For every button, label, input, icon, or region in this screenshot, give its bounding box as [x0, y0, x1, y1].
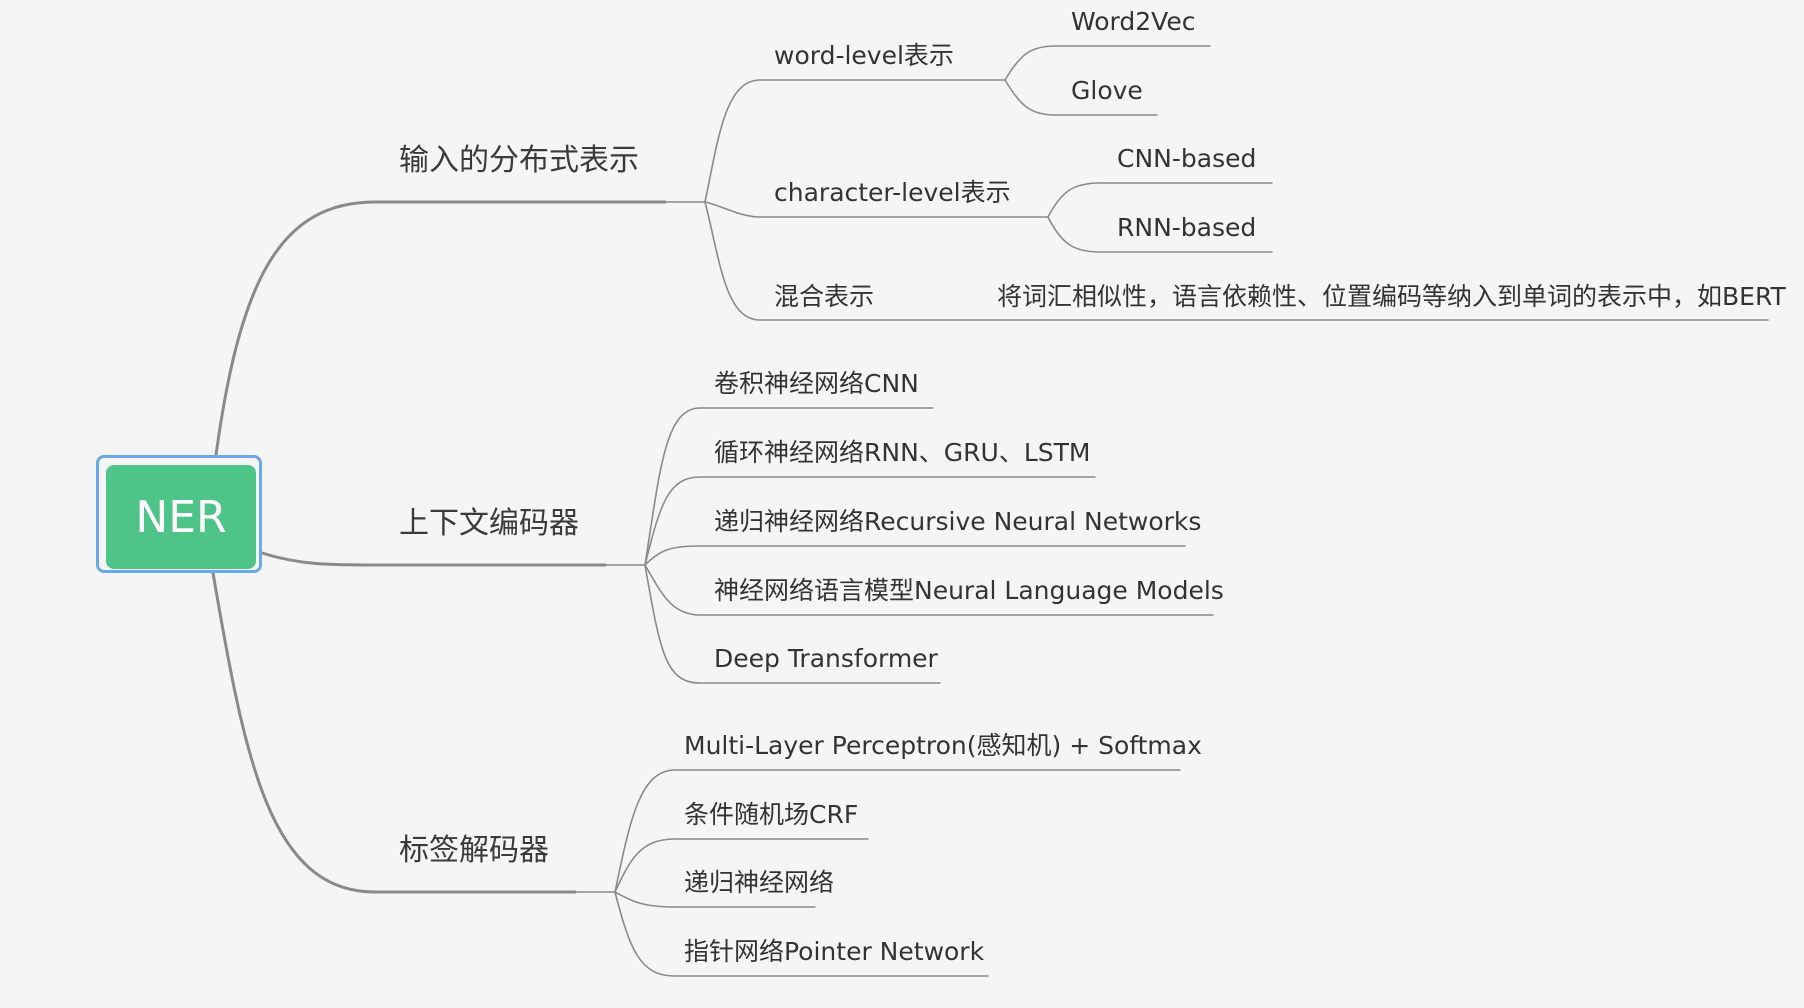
node-rnn-gru-lstm[interactable]: 循环神经网络RNN、GRU、LSTM: [714, 438, 1091, 467]
connector-word-glove: [1004, 79, 1158, 116]
connector-b2-rnn: [644, 476, 1096, 566]
node-crf[interactable]: 条件随机场CRF: [684, 800, 859, 829]
branch-label-tag-decoder[interactable]: 标签解码器: [399, 833, 549, 868]
node-cnn-based[interactable]: CNN-based: [1117, 144, 1257, 173]
connector-b3-recursive: [614, 891, 816, 908]
node-cnn[interactable]: 卷积神经网络CNN: [714, 369, 919, 398]
node-hybrid[interactable]: 混合表示: [774, 282, 875, 311]
connector-b2-recursive: [644, 545, 1186, 566]
root-node[interactable]: NER: [106, 465, 256, 569]
node-recursive-nn[interactable]: 递归神经网络Recursive Neural Networks: [714, 507, 1202, 536]
connector-root-branch3: [211, 571, 577, 894]
connector-word-word2vec: [1004, 45, 1211, 81]
connector-char-rnn: [1047, 216, 1273, 253]
connector-b1-char: [704, 201, 1049, 218]
node-deep-transformer[interactable]: Deep Transformer: [714, 644, 938, 673]
connector-b2-cnn: [604, 407, 934, 566]
connector-b3-mlp: [574, 769, 1181, 893]
node-word2vec[interactable]: Word2Vec: [1071, 7, 1196, 36]
node-mlp-softmax[interactable]: Multi-Layer Perceptron(感知机) + Softmax: [684, 731, 1202, 760]
node-rnn-based[interactable]: RNN-based: [1117, 213, 1257, 242]
node-pointer-network[interactable]: 指针网络Pointer Network: [684, 937, 985, 966]
node-neural-language-models[interactable]: 神经网络语言模型Neural Language Models: [714, 576, 1224, 605]
connector-b3-crf: [614, 838, 869, 893]
connector-b3-pointer: [614, 891, 989, 977]
node-glove[interactable]: Glove: [1071, 76, 1143, 105]
node-character-level[interactable]: character-level表示: [774, 178, 1011, 207]
root-node-label: NER: [135, 491, 227, 543]
node-word-level[interactable]: word-level表示: [774, 41, 954, 70]
connector-char-cnn: [1047, 182, 1273, 218]
connector-b1-word: [664, 79, 1006, 203]
node-hybrid-description[interactable]: 将词汇相似性，语言依赖性、位置编码等纳入到单词的表示中，如BERT: [997, 282, 1786, 311]
connector-root-branch2: [260, 551, 607, 567]
connector-root-branch1: [214, 200, 667, 457]
node-recursive-nn-decoder[interactable]: 递归神经网络: [684, 868, 835, 897]
connector-b2-transformer: [644, 564, 941, 684]
connector-b2-nlm: [644, 564, 1214, 616]
branch-label-context-encoder[interactable]: 上下文编码器: [399, 506, 579, 541]
branch-label-distributed-representation[interactable]: 输入的分布式表示: [399, 143, 639, 178]
connector-b1-mix: [704, 201, 1769, 321]
